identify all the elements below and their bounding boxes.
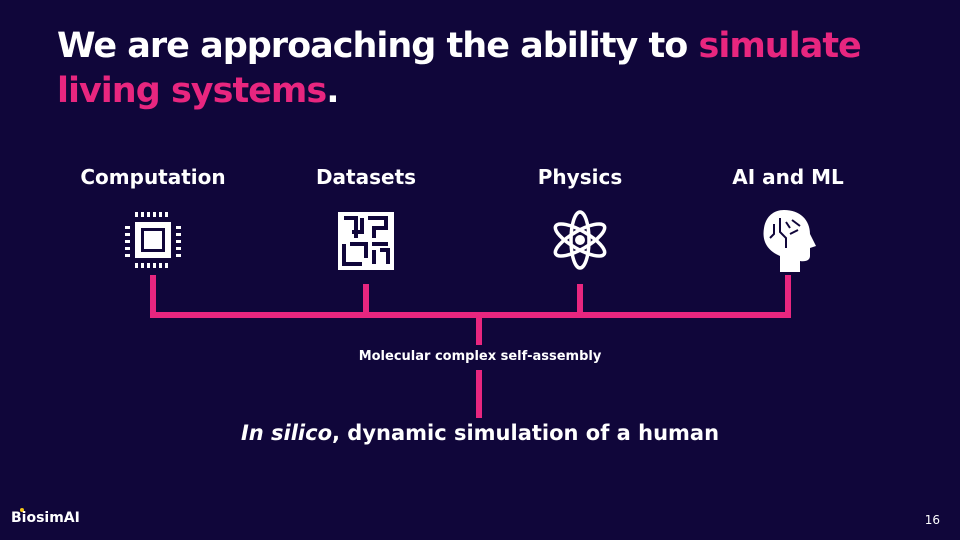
connector — [785, 275, 791, 318]
logo-dot-icon — [20, 508, 24, 512]
column-label-physics: Physics — [537, 165, 623, 189]
logo: BiosimAI — [11, 510, 80, 526]
connector — [363, 284, 369, 318]
final-statement: In silico, dynamic simulation of a human — [240, 421, 720, 445]
connector — [150, 275, 156, 318]
title-highlight: simulate living systems — [57, 26, 862, 111]
column-label-datasets: Datasets — [315, 165, 417, 189]
page-number: 16 — [924, 513, 940, 527]
connector — [577, 284, 583, 318]
slide-title: We are approaching the ability to simula… — [57, 26, 862, 111]
connector — [476, 312, 482, 345]
cpu-chip-icon — [125, 212, 181, 268]
column-label-computation: Computation — [80, 165, 226, 189]
atom-icon — [553, 210, 607, 270]
connector — [476, 370, 482, 418]
horizontal-connector — [150, 312, 791, 318]
middle-label: Molecular complex self-assembly — [358, 349, 602, 364]
brain-head-icon — [763, 210, 816, 272]
column-label-ai-ml: AI and ML — [732, 165, 844, 189]
maze-icon — [338, 212, 394, 270]
